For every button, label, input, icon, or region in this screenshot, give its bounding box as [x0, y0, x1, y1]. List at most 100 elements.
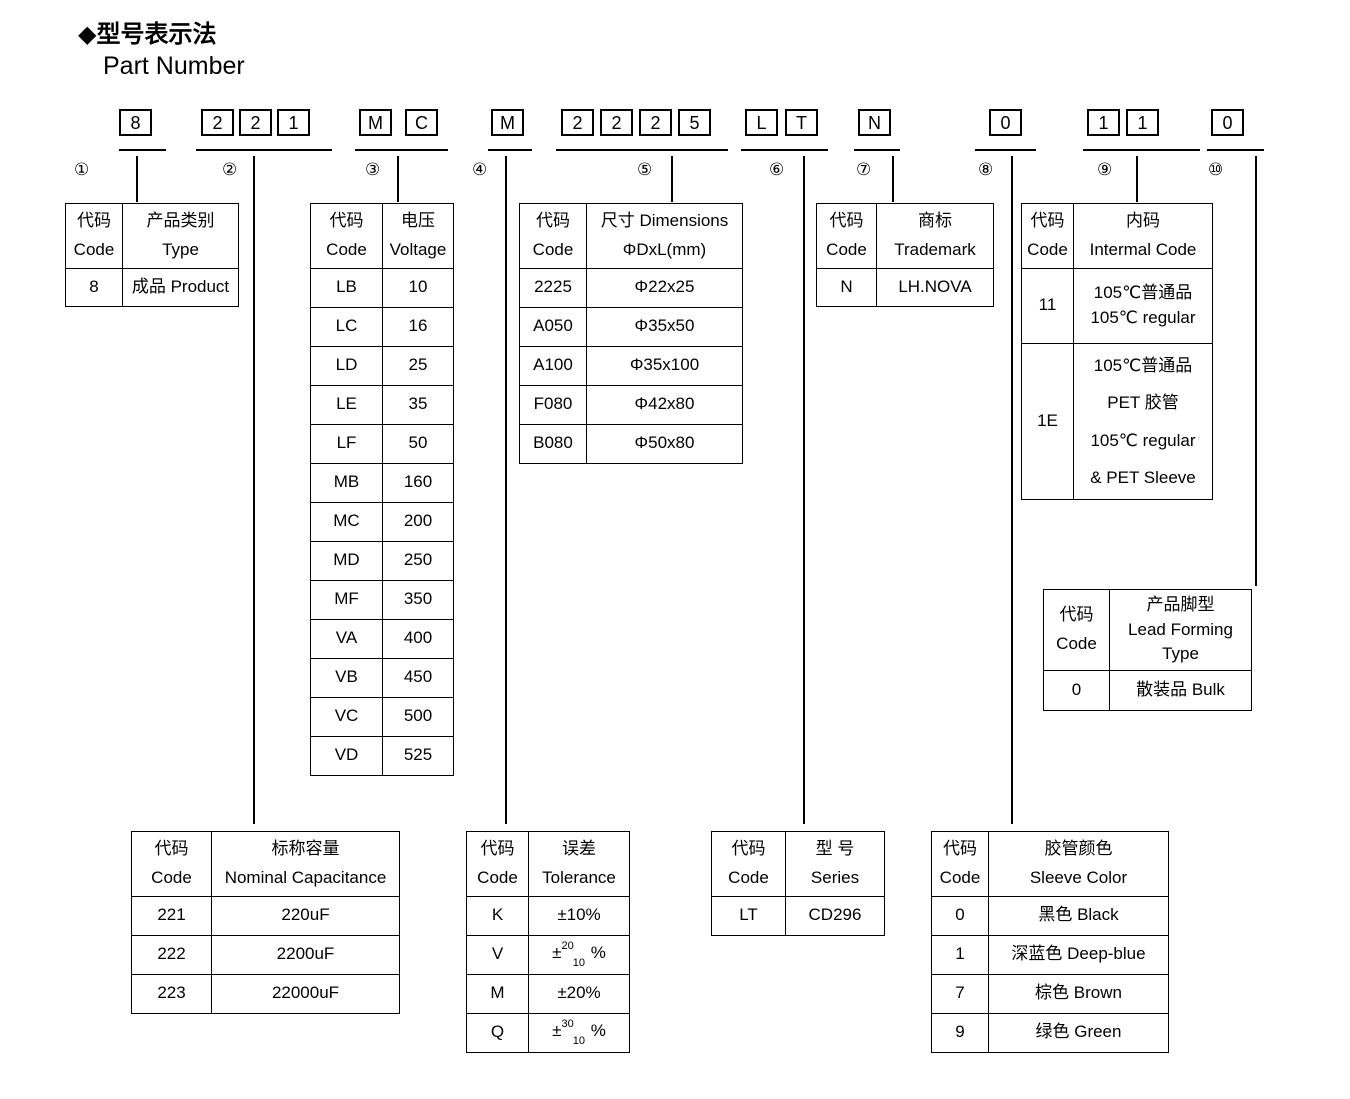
group-leader-line	[1011, 156, 1013, 824]
cell-value: 深蓝色 Deep-blue	[988, 934, 1169, 975]
cell-value: 105℃普通品 PET 胶管 105℃ regular & PET Sleeve	[1073, 342, 1213, 501]
code-char-box: L	[745, 109, 778, 136]
cell-value: 50	[382, 423, 454, 464]
cell-code: MC	[310, 501, 383, 542]
group-leader-line	[803, 156, 805, 824]
table-row: 8 成品 Product	[65, 267, 239, 307]
cell-value: Φ50x80	[586, 423, 743, 464]
cell-value: Φ35x50	[586, 306, 743, 347]
header-code: 代码 Code	[131, 831, 212, 897]
cell-value: 2200uF	[211, 934, 400, 975]
group-marker: ④	[472, 160, 488, 179]
code-char-box: N	[858, 109, 891, 136]
header-code: 代码 Code	[466, 831, 529, 897]
cell-value: 黑色 Black	[988, 895, 1169, 936]
cell-value: 350	[382, 579, 454, 620]
cell-value: 22000uF	[211, 973, 400, 1014]
page-title-en: Part Number	[103, 52, 245, 80]
group-underbar	[1083, 149, 1200, 151]
group-underbar	[355, 149, 448, 151]
cell-code: MB	[310, 462, 383, 503]
header-code: 代码 Code	[519, 203, 587, 269]
cell-code: Q	[466, 1012, 529, 1053]
cell-code: VA	[310, 618, 383, 659]
group-underbar	[488, 149, 532, 151]
cell-value: 散装品 Bulk	[1109, 669, 1252, 711]
group-leader-line	[892, 156, 894, 202]
cell-code: 9	[931, 1012, 989, 1053]
cell-value: Φ42x80	[586, 384, 743, 425]
header-type: 产品类别 Type	[122, 203, 239, 269]
cell-code: LT	[711, 895, 786, 936]
table-row: V ±2010 %	[466, 934, 630, 975]
group-underbar	[556, 149, 728, 151]
cell-code: 2225	[519, 267, 587, 308]
group-marker: ①	[74, 160, 90, 179]
group-underbar	[741, 149, 828, 151]
cell-value: 450	[382, 657, 454, 698]
code-char-box: T	[785, 109, 818, 136]
code-char-box: C	[405, 109, 438, 136]
table-header-row: 代码 Code 误差 Tolerance	[466, 831, 630, 897]
code-char-box: 0	[989, 109, 1022, 136]
cell-value: ±10%	[528, 895, 630, 936]
code-char-box: 1	[277, 109, 310, 136]
cell-code: V	[466, 934, 529, 975]
header-code: 代码 Code	[310, 203, 383, 269]
code-char-box: 1	[1126, 109, 1159, 136]
cell-value: 200	[382, 501, 454, 542]
group-leader-line	[253, 156, 255, 824]
header-dimensions: 尺寸 Dimensions ΦDxL(mm)	[586, 203, 743, 269]
cell-code: LF	[310, 423, 383, 464]
group-underbar	[854, 149, 900, 151]
header-code: 代码 Code	[1021, 203, 1074, 269]
group-marker: ③	[365, 160, 381, 179]
cell-value-fraction: ±2010 %	[528, 934, 630, 975]
cell-code: N	[816, 267, 877, 307]
cell-code: 0	[931, 895, 989, 936]
table-type: 代码 Code 产品类别 Type 8 成品 Product	[65, 203, 239, 307]
table-header-row: 代码 Code 胶管颜色 Sleeve Color	[931, 831, 1169, 897]
group-leader-line	[136, 156, 138, 202]
group-underbar	[975, 149, 1036, 151]
cell-value: 25	[382, 345, 454, 386]
cell-value-fraction: ±3010 %	[528, 1012, 630, 1053]
cell-code: 222	[131, 934, 212, 975]
table-row: 1E 105℃普通品 PET 胶管 105℃ regular & PET Sle…	[1021, 342, 1213, 501]
cell-code: 0	[1043, 669, 1110, 711]
cell-code: 8	[65, 267, 123, 307]
group-marker: ⑥	[769, 160, 785, 179]
cell-value: 10	[382, 267, 454, 308]
code-char-box: 2	[201, 109, 234, 136]
cell-value: LH.NOVA	[876, 267, 994, 307]
header-tolerance: 误差 Tolerance	[528, 831, 630, 897]
cell-value: 成品 Product	[122, 267, 239, 307]
group-marker: ⑩	[1208, 160, 1224, 179]
cell-value: 棕色 Brown	[988, 973, 1169, 1014]
group-leader-line	[397, 156, 399, 202]
code-char-box: 2	[561, 109, 594, 136]
group-underbar	[196, 149, 332, 151]
group-leader-line	[1255, 156, 1257, 586]
cell-code: VD	[310, 735, 383, 776]
header-capacitance: 标称容量 Nominal Capacitance	[211, 831, 400, 897]
cell-value: 35	[382, 384, 454, 425]
